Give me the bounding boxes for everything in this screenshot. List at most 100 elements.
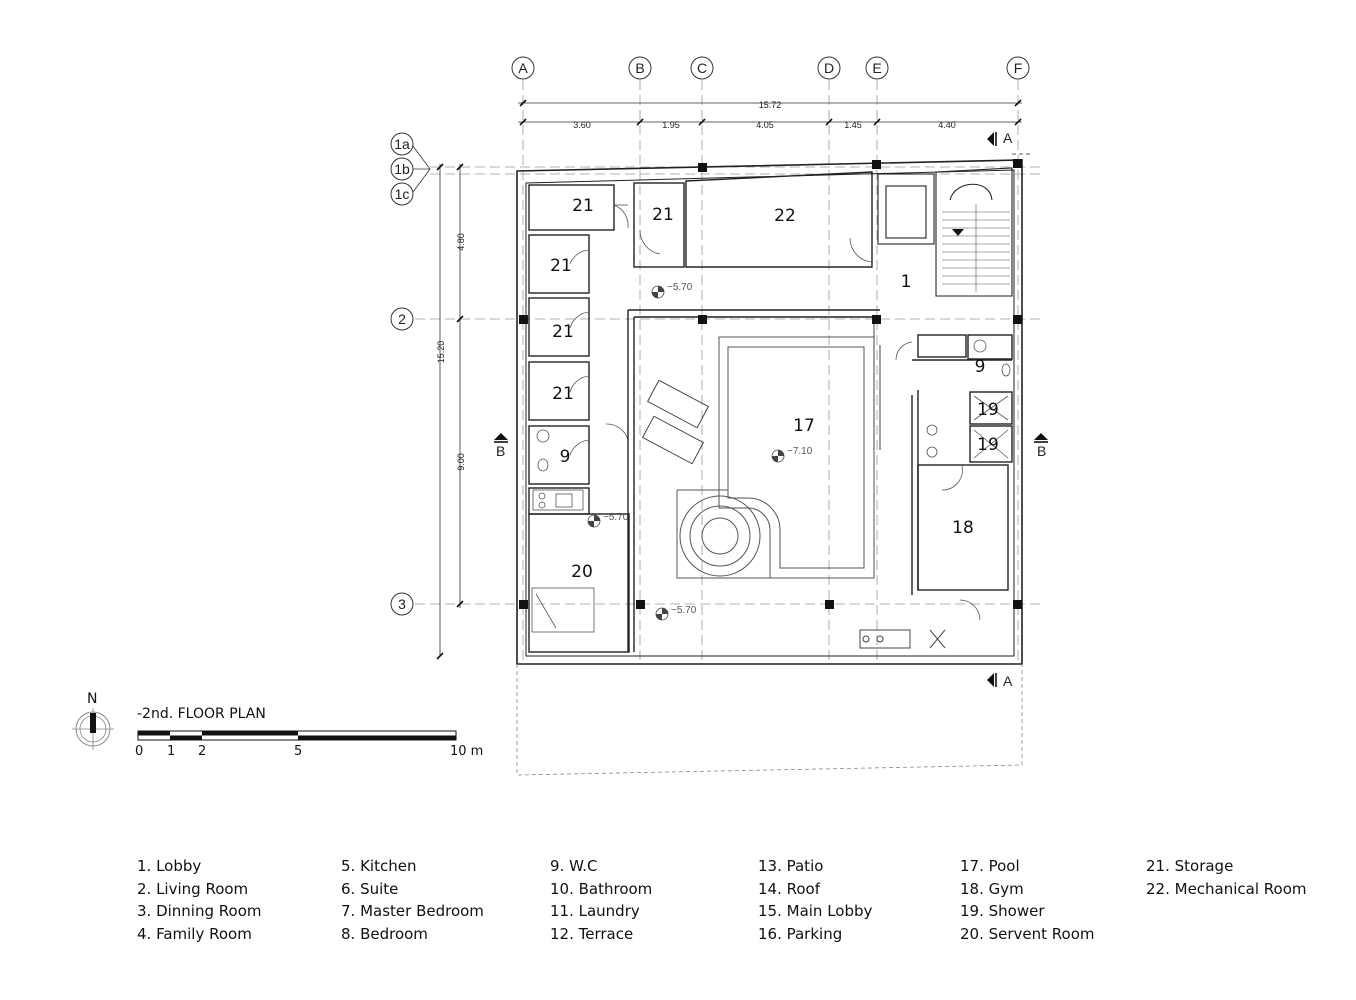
legend-item: 8. Bedroom <box>341 924 428 943</box>
stair-treads <box>942 204 1010 292</box>
patio-stairs <box>859 320 946 649</box>
stair-arrow-icon <box>952 229 964 236</box>
legend-column-6: 21. Storage 22. Mechanical Room <box>1146 855 1307 900</box>
section-marker-bars <box>494 132 1048 687</box>
legend-item: 13. Patio <box>758 857 824 875</box>
legend-item: 15. Main Lobby <box>758 902 873 920</box>
column-grid-markers <box>511 56 1030 80</box>
legend-column-2: 5. Kitchen 6. Suite 7. Master Bedroom 8.… <box>341 855 484 945</box>
elevator-stair <box>877 167 1013 297</box>
dim-d-e: 1.45 <box>844 120 862 130</box>
room-pool: 17 <box>793 416 815 436</box>
room-gym: 18 <box>952 518 974 538</box>
section-a-top-label: A <box>1003 130 1013 146</box>
upper-room-walls <box>627 171 880 652</box>
level-marker-fills <box>588 286 784 620</box>
grid-row-1a-label: 1a <box>394 136 410 152</box>
grid-col-a-label: A <box>518 60 528 76</box>
legend-item: 4. Family Room <box>137 924 252 943</box>
level-patio: −5.70 <box>671 605 697 616</box>
plan-title: -2nd. FLOOR PLAN <box>137 706 266 722</box>
left-doors <box>569 204 873 456</box>
legend-item: 5. Kitchen <box>341 857 417 875</box>
scale-bar <box>137 730 457 741</box>
legend-item: 3. Dinning Room <box>137 902 262 920</box>
north-arrow-icon <box>72 708 114 750</box>
room-shower-2: 19 <box>977 435 999 455</box>
grid-row-1c-label: 1c <box>395 186 410 202</box>
left-fixtures <box>531 429 595 633</box>
legend-item: 18. Gym <box>960 879 1024 898</box>
row-grid-leaders <box>412 145 431 193</box>
section-markers <box>494 132 1048 687</box>
level-pool: −7.10 <box>787 446 813 457</box>
room-storage-2: 21 <box>652 205 674 225</box>
dim-c-d: 4.05 <box>756 120 774 130</box>
dim-overall-width: 15.72 <box>759 100 782 110</box>
legend-column-4: 13. Patio 14. Roof 15. Main Lobby 16. Pa… <box>758 855 872 945</box>
room-shower-1: 19 <box>977 400 999 420</box>
grid-row-1b-label: 1b <box>394 161 410 177</box>
grid-row-2-label: 2 <box>398 311 406 327</box>
section-b-left-label: B <box>496 443 505 459</box>
section-a-bottom-label: A <box>1003 673 1013 689</box>
legend-item: 12. Terrace <box>550 924 634 943</box>
structural-columns <box>519 159 1022 609</box>
dim-overall-depth: 15.20 <box>436 341 446 364</box>
legend-column-5: 17. Pool 18. Gym 19. Shower 20. Servent … <box>960 855 1095 945</box>
scale-tick-10: 10 m <box>450 744 483 759</box>
room-storage-3: 21 <box>550 256 572 276</box>
dim-b-c: 1.95 <box>662 120 680 130</box>
room-storage-5: 21 <box>552 384 574 404</box>
legend-item: 10. Bathroom <box>550 879 653 898</box>
legend-item: 21. Storage <box>1146 857 1234 875</box>
legend-item: 14. Roof <box>758 879 821 898</box>
grid-col-e-label: E <box>872 60 881 76</box>
legend-item: 16. Parking <box>758 924 843 943</box>
dim-2-3: 9.00 <box>456 453 466 471</box>
dim-a-b: 3.60 <box>573 120 591 130</box>
grid-col-f-label: F <box>1014 60 1023 76</box>
room-mechanical: 22 <box>774 206 796 226</box>
dim-e-f: 4.40 <box>938 120 956 130</box>
grid-col-c-label: C <box>697 60 707 76</box>
right-fixtures <box>895 339 1011 621</box>
room-storage-1: 21 <box>572 196 594 216</box>
level-marker-symbols <box>587 285 785 621</box>
grid-row-3-label: 3 <box>398 596 406 612</box>
grid-col-b-label: B <box>635 60 644 76</box>
legend-item: 22. Mechanical Room <box>1146 879 1307 898</box>
dimension-ticks <box>436 99 1022 660</box>
right-wing-walls <box>911 334 1013 595</box>
legend-item: 17. Pool <box>960 857 1020 875</box>
scale-tick-1: 1 <box>167 744 175 759</box>
legend-item: 6. Suite <box>341 879 399 898</box>
room-wc-left: 9 <box>560 447 571 467</box>
legend-item: 9. W.C <box>550 857 598 875</box>
pool-outline <box>676 336 875 579</box>
room-servant: 20 <box>571 562 593 582</box>
legend-column-3: 9. W.C 10. Bathroom 11. Laundry 12. Terr… <box>550 855 652 945</box>
row-grid-markers <box>390 132 414 616</box>
legend-item: 7. Master Bedroom <box>341 902 484 920</box>
legend-item: 2. Living Room <box>137 879 249 898</box>
legend-column-1: 1. Lobby 2. Living Room 3. Dinning Room … <box>137 855 262 945</box>
section-b-right-label: B <box>1037 443 1046 459</box>
scale-tick-0: 0 <box>135 744 143 759</box>
legend-item: 20. Servent Room <box>960 924 1095 943</box>
legend-item: 19. Shower <box>960 902 1045 920</box>
scale-tick-2: 2 <box>198 744 206 759</box>
sun-loungers <box>641 379 710 465</box>
lower-outline <box>516 664 1023 776</box>
room-lobby: 1 <box>901 272 912 292</box>
dimension-lines <box>439 102 1022 656</box>
level-servant-entry: −5.70 <box>603 512 629 523</box>
left-storage-walls <box>528 184 630 653</box>
north-label: N <box>87 691 97 707</box>
grid-col-d-label: D <box>824 60 834 76</box>
room-storage-4: 21 <box>552 322 574 342</box>
legend-item: 11. Laundry <box>550 902 640 920</box>
scale-tick-5: 5 <box>294 744 302 759</box>
room-wc-right: 9 <box>975 357 986 377</box>
